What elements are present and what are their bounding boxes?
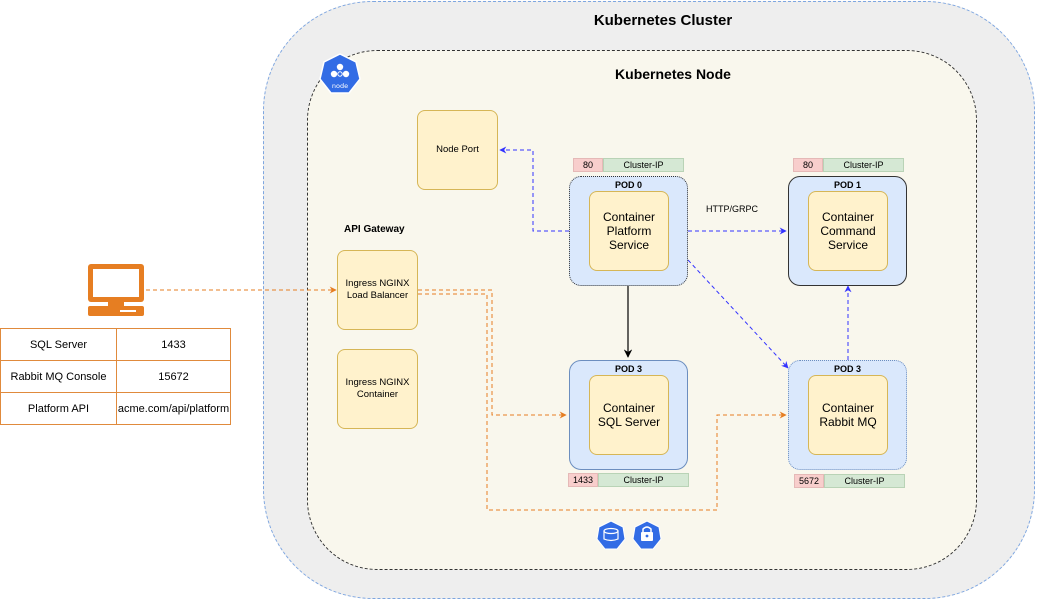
command-cluster-ip: Cluster-IP [823,158,904,172]
port-info-table: SQL Server 1433 Rabbit MQ Console 15672 … [0,328,231,425]
kubernetes-node-icon: node [319,53,361,94]
table-cell-value: 15672 [116,360,231,393]
edge-ingress-to-sql [418,289,567,419]
table-row: SQL Server 1433 [0,328,231,361]
rabbit-port: 5672 [794,474,824,488]
rabbit-cluster-ip: Cluster-IP [824,474,905,488]
node-icon-label: node [332,82,348,90]
ingress-container-label: Ingress NGINX Container [345,377,410,400]
container-sql-server[interactable]: Container SQL Server [589,375,669,455]
container-sql-label: Container SQL Server [597,401,661,429]
pod-command-label: POD 1 [833,180,861,190]
ingress-container-box[interactable]: Ingress NGINX Container [337,349,418,429]
pod-sql[interactable]: POD 3 Container SQL Server [569,360,688,470]
pvc-icon [596,520,626,550]
node-port-label: Node Port [436,144,479,155]
edge-platform-to-rabbit [687,259,789,369]
platform-cluster-ip: Cluster-IP [603,158,684,172]
pod-rabbit-label: POD 3 [833,364,861,374]
command-port: 80 [793,158,823,172]
pod-sql-label: POD 3 [614,364,642,374]
container-rabbit-label: Container Rabbit MQ [819,401,877,429]
ingress-load-balancer-box[interactable]: Ingress NGINX Load Balancer [337,250,418,330]
desktop-computer-icon [88,264,144,316]
cluster-title: Kubernetes Cluster [593,12,733,29]
edge-ingress-to-rabbit [418,293,787,511]
pod-platform[interactable]: POD 0 Container Platform Service [569,176,688,286]
container-rabbit-mq[interactable]: Container Rabbit MQ [808,375,888,455]
table-cell-name: SQL Server [0,328,117,361]
container-command-label: Container Command Service [820,210,876,252]
table-cell-name: Rabbit MQ Console [0,360,117,393]
node-port-box[interactable]: Node Port [417,110,498,190]
platform-port: 80 [573,158,603,172]
container-platform-service[interactable]: Container Platform Service [589,191,669,271]
pod-command[interactable]: POD 1 Container Command Service [788,176,907,286]
table-cell-value: acme.com/api/platform [116,392,231,425]
table-cell-value: 1433 [116,328,231,361]
ingress-load-balancer-label: Ingress NGINX Load Balancer [345,278,410,301]
pod-platform-label: POD 0 [614,180,642,190]
api-gateway-title: API Gateway [344,224,405,235]
edge-platform-to-nodeport [499,146,569,232]
node-title: Kubernetes Node [615,66,731,82]
pod-rabbit[interactable]: POD 3 Container Rabbit MQ [788,360,907,470]
sql-cluster-ip: Cluster-IP [598,473,689,487]
sql-port: 1433 [568,473,598,487]
container-command-service[interactable]: Container Command Service [808,191,888,271]
edge-label-http-grpc: HTTP/GRPC [706,204,759,214]
table-row: Platform API acme.com/api/platform [0,392,231,425]
table-row: Rabbit MQ Console 15672 [0,360,231,393]
secret-icon [632,520,662,550]
table-cell-name: Platform API [0,392,117,425]
container-platform-label: Container Platform Service [602,210,656,252]
